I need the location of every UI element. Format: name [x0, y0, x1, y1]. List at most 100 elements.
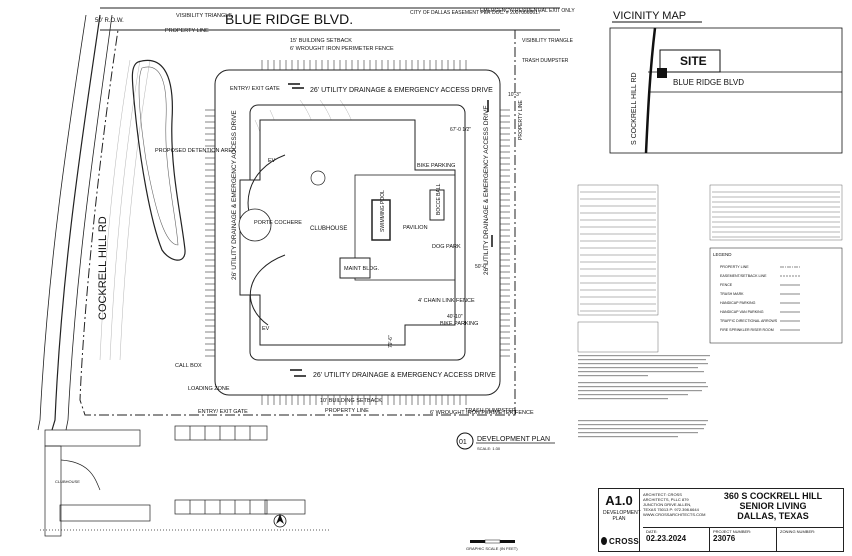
easement-label: CITY OF DALLAS EASEMENT PER DOC. # 20070…: [410, 10, 541, 16]
street-north-label: BLUE RIDGE BLVD.: [225, 11, 353, 27]
bocce-ball-court: [429, 189, 445, 221]
meta-row: DATE: 02.23.2024 PROJECT NUMBER: 23076 Z…: [643, 527, 843, 552]
outer-drive: [214, 69, 501, 396]
visibility-triangle-label: VISIBILITY TRIANGLE: [176, 13, 232, 19]
legend-item-label: HANDICAP VAN PARKING: [720, 310, 764, 314]
courtyard: [354, 174, 456, 281]
access-drive-north-label: 26' UTILITY DRAINAGE & EMERGENCY ACCESS …: [310, 87, 493, 94]
north-arrow-icon: [273, 514, 287, 528]
sheet-number-box: A1.0 DEVELOPMENT PLAN: [599, 489, 641, 551]
row-note: 50' R.O.W.: [95, 18, 124, 24]
graphic-scale-label: GRAPHIC SCALE (IN FEET): [466, 546, 518, 551]
main-building: [239, 119, 456, 346]
visibility-triangle-ne-label: VISIBILITY TRIANGLE: [522, 38, 574, 44]
legend-item-label: PROPERTY LINE: [720, 265, 749, 269]
bocce-ball-label: BOCCE BALL: [436, 183, 442, 215]
legend-title: LEGEND: [713, 252, 732, 257]
plan-number-bubble: [456, 432, 474, 450]
key-plan-clubhouse-label: CLUBHOUSE: [55, 479, 80, 484]
building-setback-north-label: 15' BUILDING SETBACK: [290, 38, 352, 44]
vicinity-road-west-label: S COCKRELL HILL RD: [631, 72, 638, 145]
detention-area-label: PROPOSED DETENTION AREA: [155, 148, 236, 154]
legend-item-label: FIRE SPRINKLER RISER ROOM: [720, 328, 774, 332]
legend: LEGEND PROPERTY LINE EASEMENT/SETBACK LIN…: [709, 247, 843, 344]
loading-zone-label: LOADING ZONE: [188, 386, 230, 392]
dog-park-label: DOG PARK: [432, 244, 461, 250]
plan-scale: SCALE: 1:30: [477, 446, 501, 451]
ev-north-label: EV: [268, 158, 276, 164]
entry-gate-north-label: ENTRY/ EXIT GATE: [230, 86, 280, 92]
notes: [578, 355, 710, 438]
swimming-pool: [371, 199, 391, 241]
property-line-south-label: PROPERTY LINE: [325, 408, 369, 414]
date-label: DATE:: [646, 529, 658, 534]
dim-east-mid-label: 50'-0": [475, 264, 488, 270]
detention-area-inner: [138, 66, 179, 246]
bike-parking-south-label: BIKE PARKING: [440, 321, 478, 327]
vicinity-map: VICINITY MAP SITE BLUE RIDGE BLVD S COCK…: [609, 10, 843, 154]
swimming-pool-label: SWIMMING POOL: [380, 190, 386, 232]
vicinity-title: VICINITY MAP: [613, 10, 686, 22]
date-value: 02.23.2024: [646, 534, 687, 543]
logo-text: CROSS: [609, 536, 639, 546]
dim-north-label: 10'-3": [508, 92, 521, 98]
site-marker: [657, 68, 667, 78]
detention-area: [131, 59, 186, 261]
call-box-label: CALL BOX: [175, 363, 202, 369]
legend-item-label: HANDICAP PARKING: [720, 301, 756, 305]
cockrell-hill-road-edge: [51, 14, 101, 431]
property-line: [79, 29, 516, 416]
sheet-title: DEVELOPMENT PLAN: [603, 510, 641, 522]
trash-north-label: TRASH DUMPSTER: [522, 58, 569, 64]
project-line1: 360 S COCKRELL HILL: [723, 491, 823, 501]
cockrell-hill-road-edge-2: [65, 14, 113, 431]
porte-cochere-label: PORTE COCHERE: [254, 220, 302, 226]
access-drive-west-label: 26' UTILITY DRAINAGE & EMERGENCY ACCESS …: [231, 110, 238, 280]
fountain: [310, 170, 326, 186]
vicinity-site: [659, 49, 721, 73]
legend-item-label: FENCE: [720, 283, 733, 287]
access-drive-east-label: 26' UTILITY DRAINAGE & EMERGENCY ACCESS …: [483, 105, 490, 275]
porte-cochere-circle: [238, 208, 272, 242]
trash-south-label: TRASH DUMPSTER: [465, 408, 516, 414]
parking-stripes: [205, 60, 510, 405]
street-west-label: COCKRELL HILL RD: [97, 216, 109, 320]
legend-item-label: TRAFFIC DIRECTIONAL ARROWS: [720, 319, 778, 323]
project-line2: SENIOR LIVING: [739, 501, 807, 511]
zoning-number-label: ZONING NUMBER:: [780, 529, 816, 534]
site-plan: BLUE RIDGE BLVD. COCKRELL HILL RD 50' R.…: [37, 7, 575, 451]
legend-item-label: TRASH MARK: [720, 292, 744, 296]
plan-title: DEVELOPMENT PLAN: [477, 436, 550, 443]
project-number-label: PROJECT NUMBER:: [713, 529, 752, 534]
maint-building: [339, 257, 371, 279]
vicinity-road-west: [644, 27, 657, 154]
entry-gate-south-label: ENTRY/ EXIT GATE: [198, 409, 248, 415]
fence-south-label: 6' WROUGHT IRON PERIMETER FENCE: [430, 410, 534, 416]
property-line-label: PROPERTY LINE: [165, 28, 209, 34]
access-drive-south-label: 26' UTILITY DRAINAGE & EMERGENCY ACCESS …: [313, 372, 496, 379]
dim-south-label: 79'-6": [388, 335, 394, 348]
architect-info: ARCHITECT: CROSS ARCHITECTS, PLLC 879 JU…: [643, 492, 706, 517]
traffic-arrow-icon: [288, 83, 493, 377]
logo: CROSS: [601, 533, 639, 549]
property-line-east-label: PROPERTY LINE: [518, 100, 524, 140]
legend-item-label: EASEMENT/SETBACK LINE: [720, 274, 767, 278]
title-block: A1.0 DEVELOPMENT PLAN ARCHITECT: CROSS A…: [598, 488, 844, 552]
building-setback-south-label: 10' BUILDING SETBACK: [320, 398, 382, 404]
plan-number: 01: [459, 439, 467, 446]
key-plan: [40, 425, 330, 537]
cockrell-hill-road-edge-3: [37, 14, 87, 431]
pavilion-label: PAVILION: [403, 225, 428, 231]
vicinity-site-label: SITE: [680, 54, 707, 68]
ev-south-label: EV: [262, 326, 270, 332]
data-tables: [577, 184, 843, 353]
project-info: 360 S COCKRELL HILL SENIOR LIVING DALLAS…: [703, 491, 843, 521]
clubhouse-label: CLUBHOUSE: [310, 226, 347, 232]
project-line3: DALLAS, TEXAS: [737, 511, 809, 521]
porte-cochere-arc-2: [249, 254, 286, 326]
dim-east-top-label: 67'-0 1/2": [450, 127, 471, 133]
sheet-number: A1.0: [605, 493, 633, 508]
dim-east-low-label: 40'-10": [447, 314, 463, 320]
chain-link-fence-label: 4' CHAIN LINK FENCE: [418, 298, 475, 304]
